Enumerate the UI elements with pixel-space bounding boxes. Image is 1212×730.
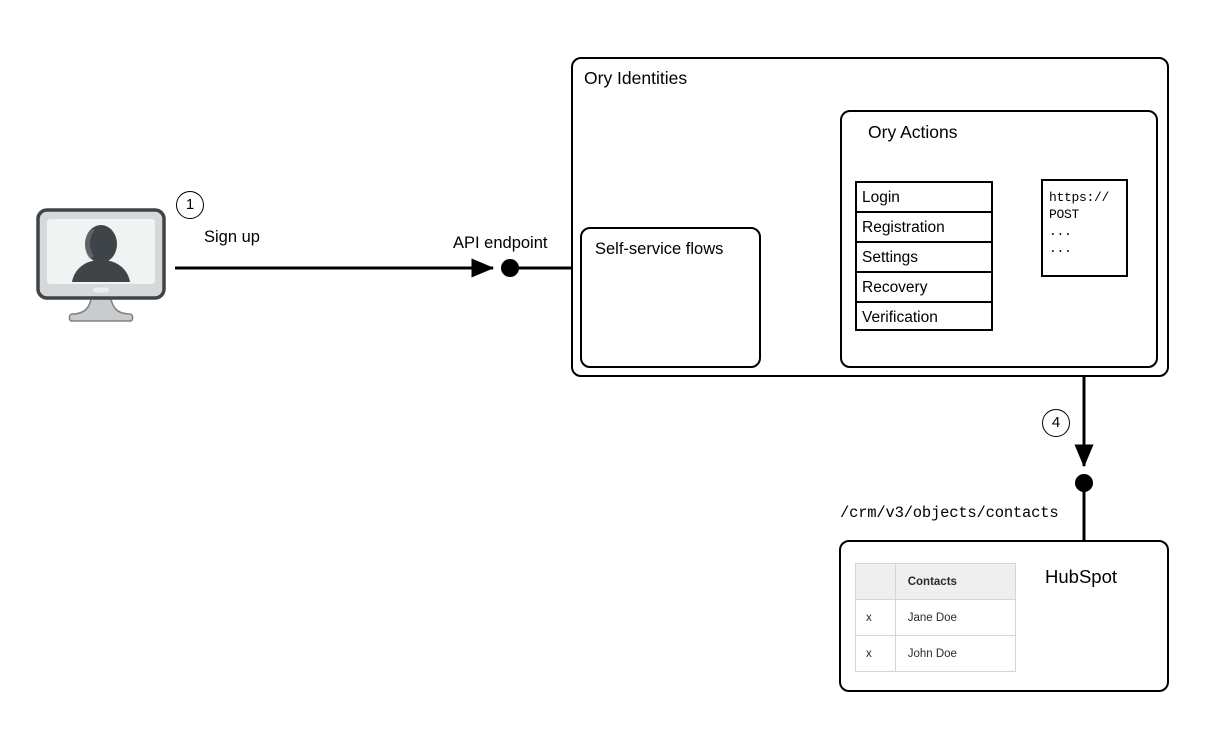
self-service-flows-title: Self-service flows <box>595 240 724 258</box>
ory-identities-title: Ory Identities <box>584 68 688 88</box>
table-cell-contact-name: Jane Doe <box>894 599 1017 636</box>
api-endpoint-dot <box>501 259 519 277</box>
flow-list-item-recovery[interactable]: Recovery <box>857 273 991 303</box>
hubspot-contacts-table: Contacts x Jane Doe x John Doe <box>855 563 1017 672</box>
webhook-line-ellipsis-1: ... <box>1049 224 1072 239</box>
ory-actions-flow-list: Login Registration Settings Recovery Ver… <box>855 181 993 331</box>
webhook-request-box: https:// POST ... ... <box>1041 179 1128 277</box>
flow-list-item-verification[interactable]: Verification <box>862 309 938 326</box>
table-row[interactable]: x Jane Doe <box>855 599 1017 636</box>
flow-list-item-settings[interactable]: Settings <box>857 243 991 273</box>
table-cell-marker: x <box>855 635 896 672</box>
table-header-cell-contacts: Contacts <box>894 563 1017 600</box>
edge-label-signup: Sign up <box>204 228 260 246</box>
step-badge-4: 4 <box>1042 409 1070 437</box>
table-header-cell-blank <box>855 563 896 600</box>
user-monitor-icon <box>36 208 166 322</box>
table-cell-contact-name: John Doe <box>894 635 1017 672</box>
flow-list-item-registration[interactable]: Registration <box>857 213 991 243</box>
flow-list-item-login[interactable]: Login <box>857 183 991 213</box>
edge-label-crm-path: /crm/v3/objects/contacts <box>840 504 1059 522</box>
hubspot-title: HubSpot <box>1045 566 1117 587</box>
self-service-flows-box <box>580 227 761 368</box>
table-header-row: Contacts <box>855 563 1017 600</box>
ory-actions-title: Ory Actions <box>868 122 958 142</box>
edge-label-api-endpoint: API endpoint <box>453 234 548 252</box>
webhook-line-method: POST <box>1049 207 1080 222</box>
hubspot-endpoint-dot <box>1075 474 1093 492</box>
table-cell-marker: x <box>855 599 896 636</box>
step-badge-1: 1 <box>176 191 204 219</box>
webhook-line-url: https:// <box>1049 190 1110 205</box>
table-row[interactable]: x John Doe <box>855 635 1017 672</box>
webhook-line-ellipsis-2: ... <box>1049 241 1072 256</box>
